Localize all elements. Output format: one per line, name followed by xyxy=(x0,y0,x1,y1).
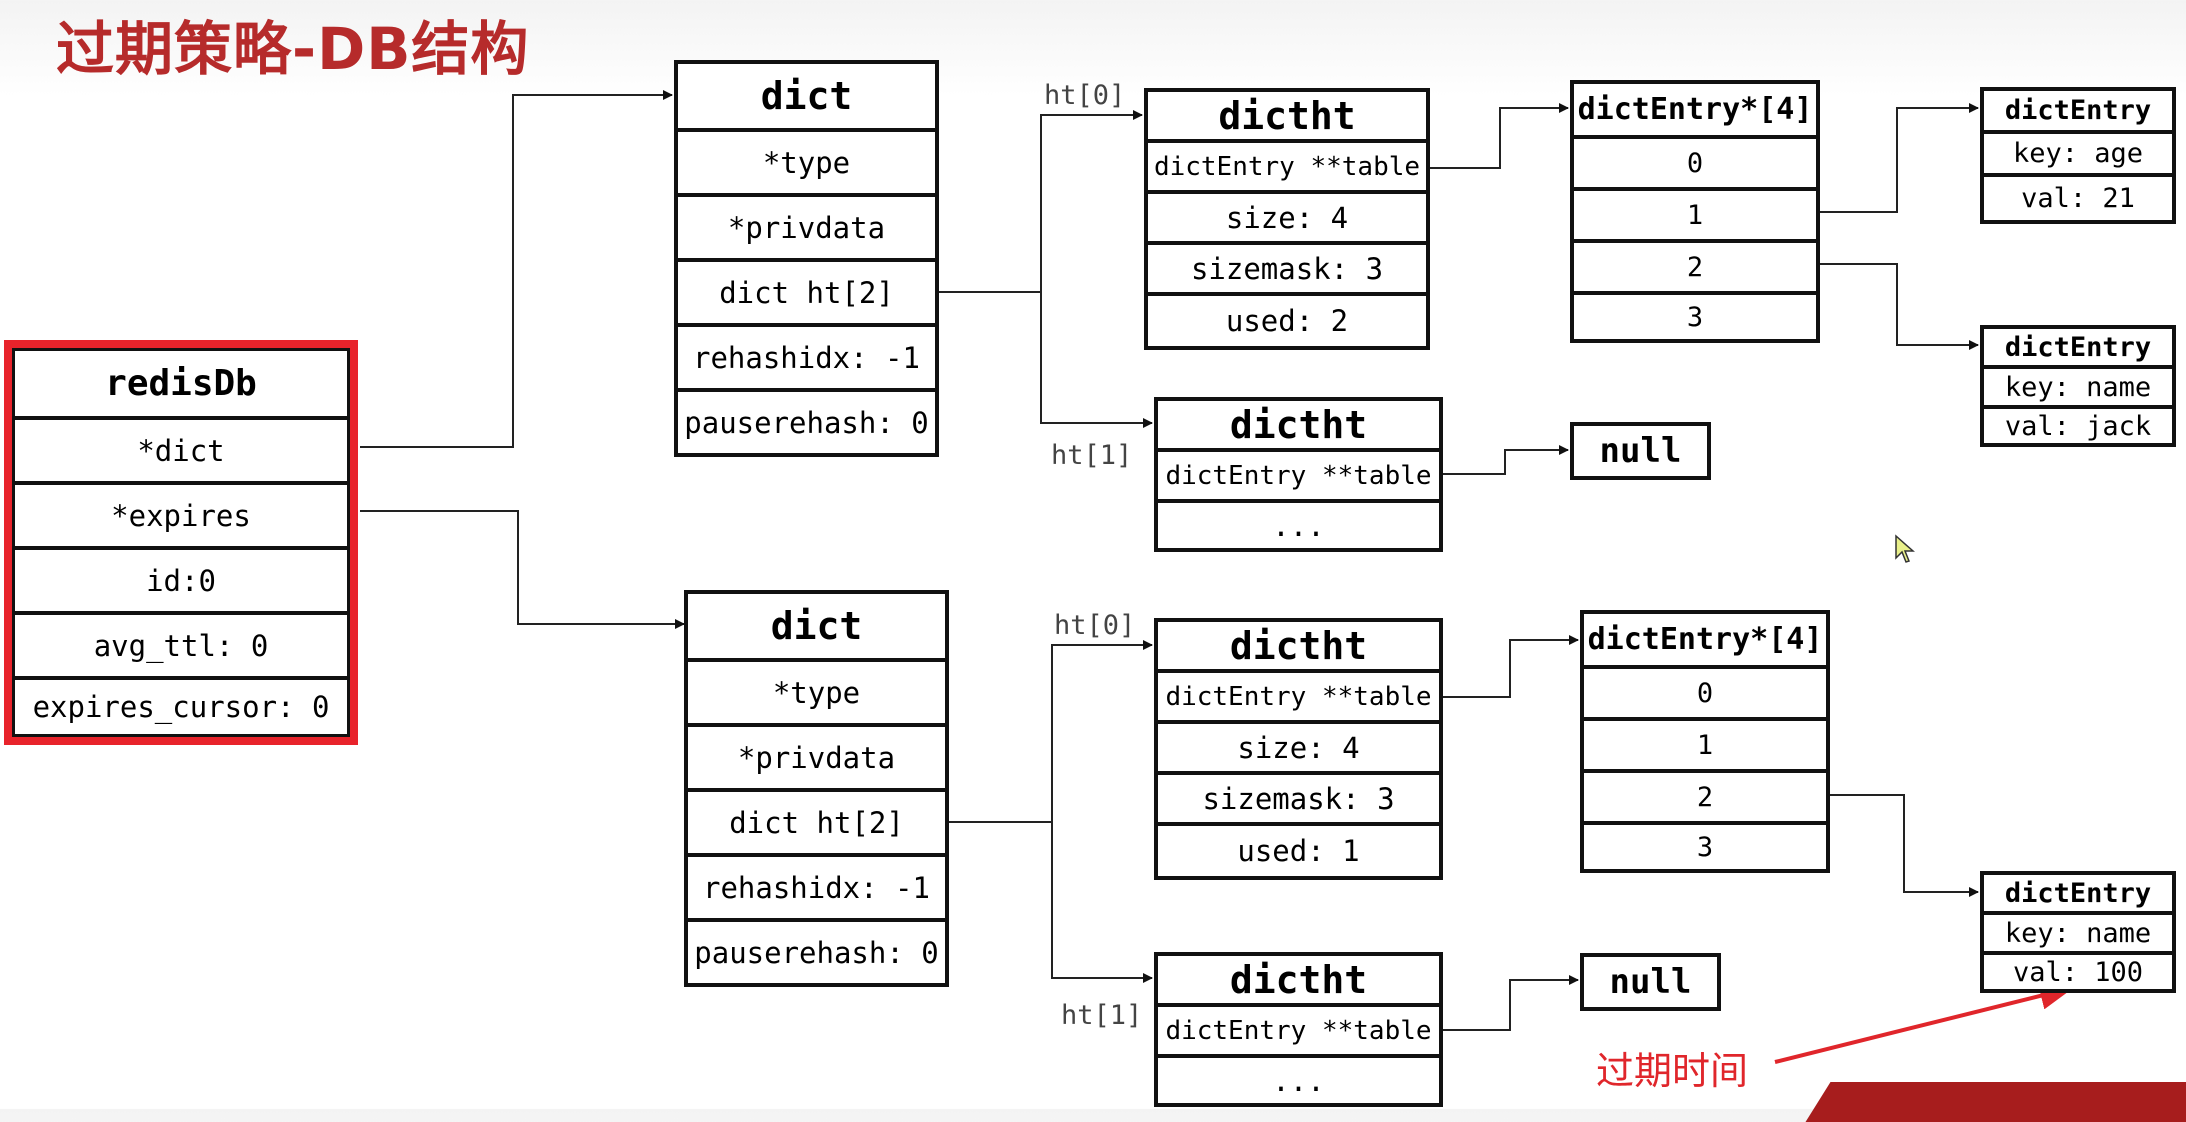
dict-top-rehashidx: rehashidx: -1 xyxy=(678,327,935,392)
redisdb-field-expires-cursor: expires_cursor: 0 xyxy=(32,690,330,724)
dictht-top-ht0-sizemask: sizemask: 3 xyxy=(1148,245,1426,296)
arrow-bot-table xyxy=(1441,635,1579,698)
dictht-bot-ht0-sizemask: sizemask: 3 xyxy=(1158,775,1439,826)
dict-entry-name-bottom-key: key: name xyxy=(1984,915,2172,955)
dict-bottom-type: *type xyxy=(688,662,945,727)
null-bottom: null xyxy=(1580,953,1721,1011)
dict-top-header: dict xyxy=(678,64,935,132)
dictht-bot-ht1-header: dictht xyxy=(1158,956,1439,1007)
entries-array-top-header: dictEntry*[4] xyxy=(1574,84,1816,139)
dict-bottom-header: dict xyxy=(688,594,945,662)
entries-array-top-slot-0: 0 xyxy=(1574,139,1816,191)
dict-entry-name-bottom-header: dictEntry xyxy=(1984,875,2172,915)
dict-entry-age-val: val: 21 xyxy=(2021,183,2135,214)
dict-bottom-pauserehash: pauserehash: 0 xyxy=(694,935,939,970)
dictht-bot-ht1: dictht dictEntry **table ... xyxy=(1154,952,1443,1107)
arrow-bot-ht0 xyxy=(947,640,1153,823)
arrow-bot1-null xyxy=(1441,975,1579,1031)
arrow-entry2-name xyxy=(1818,263,1979,350)
label-bot-ht0: ht[0] xyxy=(1054,610,1136,641)
entries-array-bottom-slot-3: 3 xyxy=(1696,831,1714,863)
dict-top-ht: dict ht[2] xyxy=(678,262,935,327)
arrow-top-ht0 xyxy=(937,110,1143,293)
dictht-bot-ht0-header: dictht xyxy=(1158,622,1439,673)
annotation-arrow xyxy=(1774,982,2074,1064)
dict-top-pauserehash: pauserehash: 0 xyxy=(684,405,929,440)
dictht-top-ht1-header: dictht xyxy=(1158,401,1439,452)
dictht-bot-ht0-table: dictEntry **table xyxy=(1158,673,1439,724)
entries-array-bottom: dictEntry*[4] 0 1 2 3 xyxy=(1580,610,1830,873)
dict-bottom-ht: dict ht[2] xyxy=(688,792,945,857)
dict-entry-name-top: dictEntry key: name val: jack xyxy=(1980,325,2176,447)
arrow-dict-to-dict-top xyxy=(360,90,673,448)
dict-top-privdata: *privdata xyxy=(678,197,935,262)
arrow-top1-null xyxy=(1441,445,1569,475)
redisdb-field-expires: *expires xyxy=(15,485,347,550)
entries-array-bottom-header: dictEntry*[4] xyxy=(1584,614,1826,669)
redisdb-struct: redisDb *dict *expires id:0 avg_ttl: 0 e… xyxy=(4,340,358,745)
label-top-ht0: ht[0] xyxy=(1044,80,1126,111)
dict-entry-name-top-header: dictEntry xyxy=(1984,329,2172,369)
corner-banner xyxy=(1805,1082,2186,1122)
entries-array-top-slot-2: 2 xyxy=(1574,243,1816,295)
dict-entry-age-key: key: age xyxy=(1984,134,2172,177)
dict-entry-name-top-val: val: jack xyxy=(2004,410,2152,442)
dictht-bot-ht0-used: used: 1 xyxy=(1237,834,1360,868)
label-bot-ht1: ht[1] xyxy=(1061,1000,1143,1031)
dictht-top-ht0-used: used: 2 xyxy=(1225,304,1349,338)
dictht-bot-ht0-size: size: 4 xyxy=(1158,724,1439,775)
arrow-top-table xyxy=(1428,103,1569,169)
entries-array-top: dictEntry*[4] 0 1 2 3 xyxy=(1570,80,1820,343)
entries-array-bottom-slot-2: 2 xyxy=(1584,773,1826,825)
dict-bottom-rehashidx: rehashidx: -1 xyxy=(688,857,945,922)
dictht-top-ht0: dictht dictEntry **table size: 4 sizemas… xyxy=(1144,88,1430,350)
expire-time-annotation: 过期时间 xyxy=(1596,1049,1749,1093)
dict-top: dict *type *privdata dict ht[2] rehashid… xyxy=(674,60,939,457)
redisdb-field-dict: *dict xyxy=(15,420,347,485)
dictht-bot-ht1-more: ... xyxy=(1272,1063,1325,1098)
label-top-ht1: ht[1] xyxy=(1051,440,1133,471)
dict-entry-name-bottom: dictEntry key: name val: 100 xyxy=(1980,871,2176,993)
arrow-top-ht1 xyxy=(1040,292,1153,428)
dict-top-type: *type xyxy=(678,132,935,197)
redisdb-header: redisDb xyxy=(15,351,347,420)
arrow-bot-ht1 xyxy=(1051,822,1153,983)
dictht-bot-ht0: dictht dictEntry **table size: 4 sizemas… xyxy=(1154,618,1443,880)
dictht-top-ht1-table: dictEntry **table xyxy=(1158,452,1439,503)
entries-array-top-slot-1: 1 xyxy=(1574,191,1816,243)
entries-array-bottom-slot-1: 1 xyxy=(1584,721,1826,773)
page-title: 过期策略-DB结构 xyxy=(56,15,530,83)
entries-array-top-slot-3: 3 xyxy=(1686,301,1704,333)
arrow-botentry2-name xyxy=(1828,794,1979,897)
dictht-bot-ht1-table: dictEntry **table xyxy=(1158,1007,1439,1058)
arrow-entry1-age xyxy=(1818,103,1979,213)
dictht-top-ht0-size: size: 4 xyxy=(1148,194,1426,245)
redisdb-field-id: id:0 xyxy=(15,550,347,615)
redisdb-field-avg-ttl: avg_ttl: 0 xyxy=(15,615,347,680)
dict-entry-age: dictEntry key: age val: 21 xyxy=(1980,87,2176,224)
dict-bottom-privdata: *privdata xyxy=(688,727,945,792)
dictht-top-ht1: dictht dictEntry **table ... xyxy=(1154,397,1443,552)
entries-array-bottom-slot-0: 0 xyxy=(1584,669,1826,721)
dictht-top-ht1-more: ... xyxy=(1272,508,1325,543)
dictht-top-ht0-header: dictht xyxy=(1148,92,1426,143)
dictht-top-ht0-table: dictEntry **table xyxy=(1148,143,1426,194)
dict-entry-age-header: dictEntry xyxy=(1984,91,2172,134)
null-top: null xyxy=(1570,422,1711,480)
dict-entry-name-top-key: key: name xyxy=(1984,369,2172,409)
arrow-expires-to-dict-bottom xyxy=(360,510,685,629)
dict-bottom: dict *type *privdata dict ht[2] rehashid… xyxy=(684,590,949,987)
mouse-cursor-icon xyxy=(1895,534,1915,563)
dict-entry-name-bottom-val: val: 100 xyxy=(2012,956,2144,988)
